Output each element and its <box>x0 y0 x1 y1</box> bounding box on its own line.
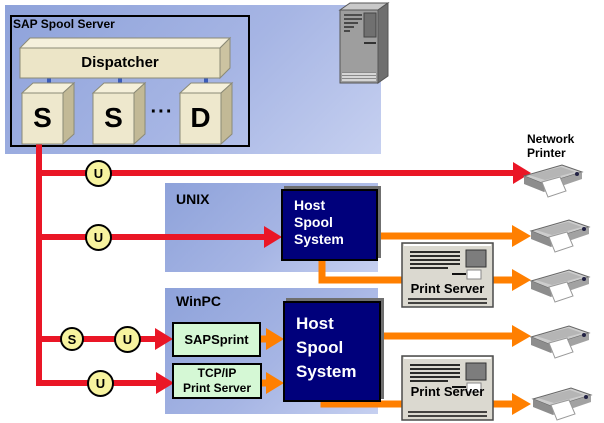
orange-arrowhead-sapsprint-hss <box>266 328 284 350</box>
orange-arrowhead-winpc-printer <box>512 325 531 347</box>
cube-s1 <box>20 81 76 146</box>
badge-s-sapsprint: S <box>60 327 84 351</box>
ellipsis: ··· <box>150 101 174 123</box>
printer-paper <box>541 176 567 198</box>
printer-button <box>582 277 586 281</box>
host-spool-system-winpc: Host Spool System <box>283 301 381 402</box>
red-arrowhead-tcpip <box>156 372 174 394</box>
unix-label: UNIX <box>176 191 210 207</box>
printer-button <box>584 395 588 399</box>
printer-button <box>575 172 579 176</box>
work-process-cubes <box>20 81 234 146</box>
printer-icon-winpc-1 <box>529 325 591 359</box>
work-process-d-label: D <box>190 102 211 133</box>
tower-side <box>377 2 389 84</box>
cube-d-side <box>220 81 233 146</box>
printer-lid <box>536 328 582 341</box>
printer-lid <box>536 222 582 235</box>
sapsprint-box: SAPSprint <box>172 322 261 357</box>
printer-icon-unix-2 <box>529 269 591 303</box>
application-server-icon <box>338 2 390 84</box>
printer-icons <box>522 164 593 421</box>
network-printer-line-2: Printer <box>527 146 566 160</box>
badge-u-sapsprint: U <box>114 326 141 353</box>
cube-d <box>178 81 234 146</box>
printer-icon-unix-1 <box>529 219 591 253</box>
print-server-icon-unix <box>401 242 494 308</box>
hss-unix-line-2: Spool <box>294 214 333 230</box>
winpc-label: WinPC <box>176 293 221 309</box>
orange-arrowhead-unix-printserver <box>512 269 531 291</box>
red-arrowhead-unix <box>264 226 282 248</box>
tcpip-line-1: TCP/IP <box>197 366 237 380</box>
ps2-slot <box>466 382 482 393</box>
dispatcher-front-face <box>19 47 221 79</box>
printer-front <box>531 231 551 247</box>
badge-u-tcpip: U <box>87 370 114 397</box>
dispatcher-top-face <box>18 37 232 49</box>
tower-vents <box>344 14 362 32</box>
red-arrowhead-sapsprint <box>155 328 173 350</box>
work-process-s1-label: S <box>33 102 52 133</box>
cube-s2-side <box>133 81 146 146</box>
network-printer-icon <box>522 164 584 198</box>
printer-lid <box>538 390 584 403</box>
printer-icon-winpc-2 <box>531 387 593 421</box>
printer-paper <box>548 281 574 303</box>
host-spool-system-unix: Host Spool System <box>281 189 378 261</box>
tower-base-stripes <box>342 73 376 81</box>
printer-lid <box>536 272 582 285</box>
orange-arrowhead-unix-printer <box>512 225 531 247</box>
printer-button <box>582 333 586 337</box>
ps2-square <box>465 362 487 381</box>
orange-arrowhead-tcpip-hss <box>266 372 284 394</box>
hss-winpc-line-1: Host <box>296 314 334 333</box>
printer-front <box>531 281 551 297</box>
ps1-square <box>465 249 487 268</box>
ps1-vents <box>410 251 460 269</box>
printer-front <box>533 399 553 415</box>
network-printer-label: Network Printer <box>527 132 597 160</box>
printer-front <box>524 176 544 192</box>
printer-front <box>531 337 551 353</box>
cube-s1-front <box>21 92 64 145</box>
ps1-slot <box>466 269 482 280</box>
hss-unix-line-1: Host <box>294 197 326 213</box>
dispatcher-box <box>18 36 232 80</box>
printer-paper <box>548 231 574 253</box>
printer-paper <box>548 337 574 359</box>
tcpip-line-2: Print Server <box>182 381 252 395</box>
hss-winpc-line-3: System <box>296 362 357 381</box>
ps2-bottom-lines <box>408 411 487 417</box>
red-arrowhead-network-printer <box>513 162 531 184</box>
printer-button <box>582 227 586 231</box>
network-printer-line-1: Network <box>527 132 575 146</box>
sap-spool-server-title: SAP Spool Server <box>13 17 115 31</box>
hss-unix-line-3: System <box>294 231 344 247</box>
cube-d-front <box>179 92 222 145</box>
badge-u-network: U <box>85 160 112 187</box>
work-process-s2-label: S <box>104 102 123 133</box>
tower-panel <box>363 12 377 38</box>
cube-s2 <box>91 81 147 146</box>
tcpip-print-server-box: TCP/IP Print Server <box>172 363 262 399</box>
printer-paper <box>550 399 576 421</box>
badge-u-unix: U <box>85 224 112 251</box>
sapsprint-label: SAPSprint <box>184 332 249 347</box>
red-connection-lines <box>36 142 531 394</box>
orange-arrowhead-winpc-printserver <box>512 393 531 415</box>
cube-s2-front <box>92 92 135 145</box>
ps2-vents <box>410 364 460 382</box>
print-server-label-unix: Print Server <box>410 281 485 296</box>
cube-s1-side <box>62 81 75 146</box>
dispatcher-label: Dispatcher <box>81 54 159 71</box>
printer-lid <box>529 167 575 180</box>
sap-spool-server-border <box>10 15 250 147</box>
hss-winpc-line-2: Spool <box>296 338 344 357</box>
print-server-icon-winpc <box>401 355 494 421</box>
ps1-bottom-lines <box>408 298 487 304</box>
print-server-label-winpc: Print Server <box>410 384 485 399</box>
